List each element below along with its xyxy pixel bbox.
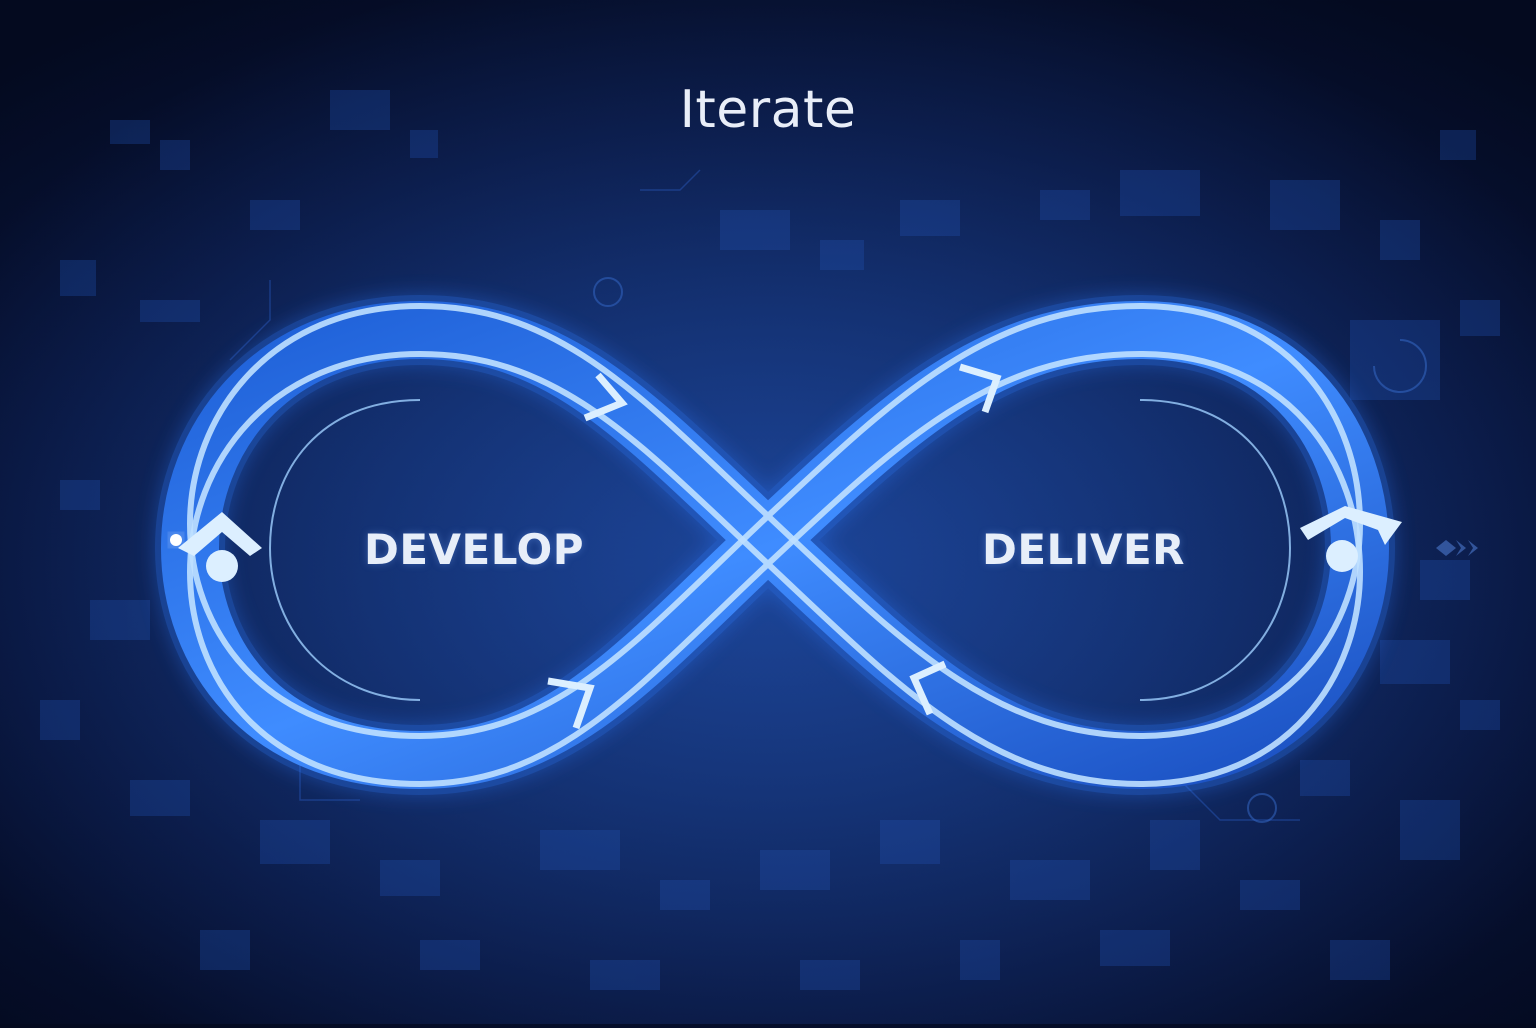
chevron-arrow-icon: [547, 677, 595, 730]
page-title: Iterate: [679, 80, 857, 140]
deliver-label: DELIVER: [982, 525, 1185, 574]
chevron-arrow-icon: [909, 660, 947, 716]
chevron-arrow-icon: [583, 372, 628, 422]
node-icon-right: [1300, 506, 1402, 572]
node-icon-left: [170, 512, 262, 582]
develop-label: DEVELOP: [364, 525, 585, 574]
chevron-arrow-icon: [959, 363, 1002, 414]
